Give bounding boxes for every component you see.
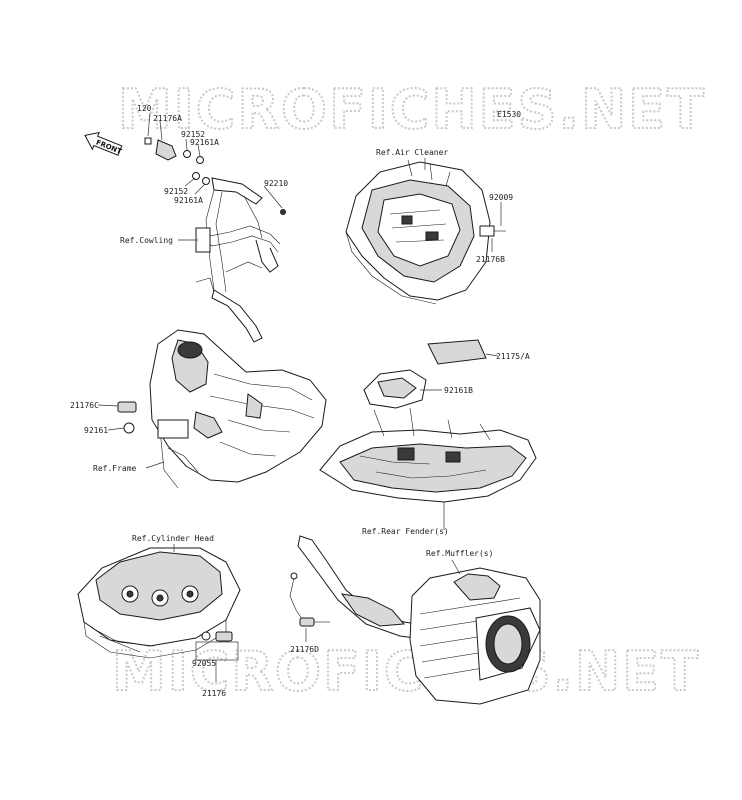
ref-air-cleaner: Ref.Air Cleaner bbox=[376, 148, 448, 157]
diagram-code: E1530 bbox=[497, 110, 521, 119]
label-92210: 92210 bbox=[264, 179, 288, 188]
ref-rear-fender: Ref.Rear Fender(s) bbox=[362, 527, 449, 536]
label-21175A: 21175/A bbox=[496, 352, 530, 361]
ref-muffler: Ref.Muffler(s) bbox=[426, 549, 493, 558]
label-92161A-bottom: 92161A bbox=[174, 196, 203, 205]
watermark-bottom: MICROFICHES.NET bbox=[112, 640, 700, 703]
muffler bbox=[297, 535, 541, 705]
label-92152-top: 92152 bbox=[181, 130, 205, 139]
bracket-92055 bbox=[195, 641, 239, 661]
watermark-top: MICROFICHES.NET bbox=[118, 78, 706, 141]
cowling-bracket bbox=[144, 137, 286, 343]
label-92009: 92009 bbox=[489, 193, 513, 202]
ref-frame: Ref.Frame bbox=[93, 464, 137, 473]
label-92055: 92055 bbox=[192, 659, 216, 668]
leader-21176C bbox=[97, 404, 119, 407]
label-92161: 92161 bbox=[84, 426, 108, 435]
leader-frame bbox=[145, 461, 165, 469]
label-21176C: 21176C bbox=[70, 401, 99, 410]
label-21176B: 21176B bbox=[476, 255, 505, 264]
label-120: 120 bbox=[137, 104, 152, 113]
ref-cowling: Ref.Cowling bbox=[120, 236, 173, 245]
label-21176A: 21176A bbox=[153, 114, 182, 123]
cylinder-head bbox=[77, 547, 241, 659]
label-92161B: 92161B bbox=[444, 386, 473, 395]
label-92161A-top: 92161A bbox=[190, 138, 219, 147]
leaders-top-left bbox=[147, 112, 283, 241]
leader-21175A bbox=[485, 353, 499, 357]
sensor-21176C bbox=[117, 401, 137, 434]
frame bbox=[149, 329, 327, 489]
leader-92161 bbox=[107, 427, 125, 431]
sensor-21176D bbox=[289, 572, 330, 627]
label-21176D: 21176D bbox=[290, 645, 319, 654]
label-21176: 21176 bbox=[202, 689, 226, 698]
label-92152-bottom: 92152 bbox=[164, 187, 188, 196]
leader-muffler bbox=[451, 559, 461, 575]
sensor-21176 bbox=[201, 631, 233, 642]
air-cleaner bbox=[345, 159, 506, 305]
ref-cylinder-head: Ref.Cylinder Head bbox=[132, 534, 214, 543]
rear-fender bbox=[319, 339, 537, 503]
